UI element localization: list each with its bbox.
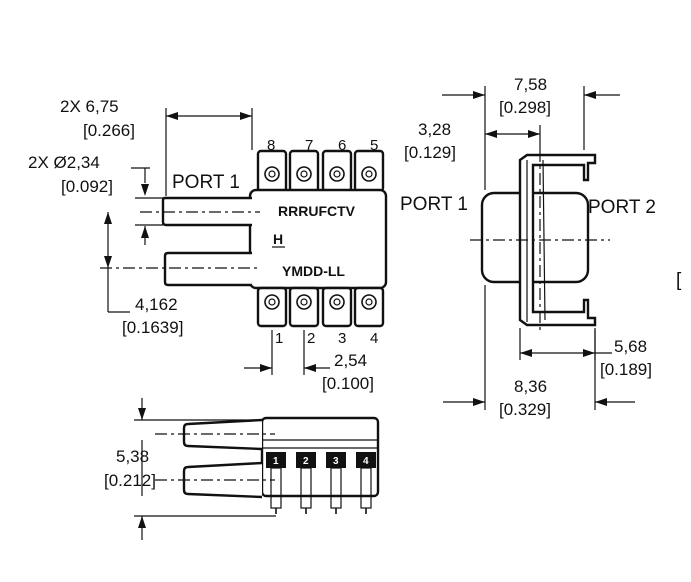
port2-tube bbox=[163, 251, 252, 287]
dim-overall-depth: 8,36 [0.329] bbox=[443, 285, 635, 419]
dim-port-offset: 3,28 [0.129] bbox=[404, 120, 541, 162]
right-edge-mark: [ bbox=[676, 270, 682, 291]
dim-overall-width-mm: 7,58 bbox=[514, 75, 547, 94]
marking-line2: H bbox=[273, 231, 283, 247]
dim-port-offset-mm: 3,28 bbox=[418, 120, 451, 139]
side-pin-label-1: 1 bbox=[273, 456, 279, 467]
side-pin-row bbox=[266, 452, 376, 514]
side-view: PORT 1 PORT 2 7,58 [0.298] 3,28 [0.129] bbox=[400, 75, 656, 419]
dim-side-height: 5,38 [0.212] bbox=[104, 398, 276, 540]
bottom-side-view: 1 2 3 4 5,38 [0.212] bbox=[104, 398, 380, 540]
package-body bbox=[248, 188, 388, 290]
pin-label-2: 2 bbox=[307, 330, 315, 347]
dim-pin-pitch: 2,54 [0.100] bbox=[244, 330, 374, 393]
side-port1-tube bbox=[182, 418, 263, 451]
marking-line3: YMDD-LL bbox=[282, 263, 345, 279]
dim-port-length-mm: 2X 6,75 bbox=[60, 97, 119, 116]
dim-port-spacing: 4,162 [0.1639] bbox=[104, 212, 183, 337]
dim-port-length-inch: [0.266] bbox=[83, 121, 135, 140]
bottom-pin-row bbox=[256, 286, 385, 328]
pin-label-7: 7 bbox=[305, 137, 313, 154]
dim-overall-width: 7,58 [0.298] bbox=[442, 75, 620, 190]
dim-port-length: 2X 6,75 [0.266] bbox=[60, 97, 253, 196]
port2-label-side: PORT 2 bbox=[588, 197, 656, 218]
dim-port-spacing-inch: [0.1639] bbox=[122, 318, 183, 337]
dim-lead-span: 5,68 [0.189] bbox=[519, 328, 652, 379]
top-view: RRRUFCTV H YMDD-LL 8 7 6 5 1 2 3 4 PORT … bbox=[28, 97, 388, 393]
pin-label-6: 6 bbox=[338, 137, 346, 154]
side-pin-label-4: 4 bbox=[363, 456, 369, 467]
dim-side-height-inch: [0.212] bbox=[104, 471, 156, 490]
pin-label-3: 3 bbox=[338, 330, 346, 347]
pin-label-5: 5 bbox=[370, 137, 378, 154]
dim-port-spacing-mm: 4,162 bbox=[135, 295, 178, 314]
pin-label-1: 1 bbox=[275, 330, 283, 347]
pin-label-8: 8 bbox=[267, 137, 275, 154]
dim-pin-pitch-inch: [0.100] bbox=[322, 374, 374, 393]
port1-label-side: PORT 1 bbox=[400, 194, 468, 215]
side-pin-label-3: 3 bbox=[333, 456, 339, 467]
dim-port-diameter: 2X Ø2,34 [0.092] bbox=[28, 153, 163, 245]
dim-overall-depth-inch: [0.329] bbox=[499, 400, 551, 419]
port1-label-top: PORT 1 bbox=[172, 172, 240, 193]
dim-port-diameter-inch: [0.092] bbox=[61, 177, 113, 196]
dim-side-height-mm: 5,38 bbox=[116, 447, 149, 466]
dim-overall-width-inch: [0.298] bbox=[499, 98, 551, 117]
top-pin-row bbox=[256, 149, 385, 193]
dim-lead-span-inch: [0.189] bbox=[600, 360, 652, 379]
port1-tube bbox=[161, 196, 252, 227]
pin-label-4: 4 bbox=[370, 330, 378, 347]
dim-overall-depth-mm: 8,36 bbox=[514, 377, 547, 396]
dim-lead-span-mm: 5,68 bbox=[614, 337, 647, 356]
dim-port-diameter-mm: 2X Ø2,34 bbox=[28, 153, 100, 172]
dim-port-offset-inch: [0.129] bbox=[404, 143, 456, 162]
marking-line1: RRRUFCTV bbox=[278, 203, 356, 219]
side-body bbox=[480, 191, 590, 284]
dim-pin-pitch-mm: 2,54 bbox=[334, 351, 367, 370]
side-pin-label-2: 2 bbox=[303, 456, 309, 467]
